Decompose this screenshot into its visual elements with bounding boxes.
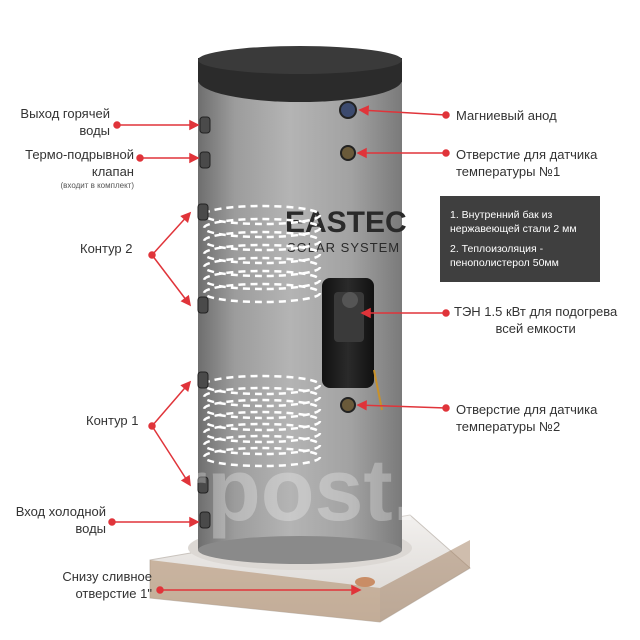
label-heater: ТЭН 1.5 кВт для подогрева всей емкости — [454, 304, 618, 336]
coil-loop — [202, 446, 322, 468]
label-drain: Снизу сливное отверстие 1" — [62, 569, 152, 601]
callout-dot — [442, 149, 450, 157]
pipe-port — [199, 151, 211, 169]
coil-loop — [202, 269, 322, 291]
arrow-head — [180, 211, 192, 223]
callout-line — [359, 109, 447, 116]
sensor1-port — [340, 145, 356, 161]
coil-loop — [202, 422, 322, 444]
arrow-head — [180, 474, 191, 487]
arrow-head — [351, 584, 362, 596]
coil-loop — [202, 410, 322, 432]
label-circuit-2: Контур 2 — [80, 241, 133, 256]
notes-box: 1. Внутренний бак из нержавеющей стали 2… — [440, 196, 600, 282]
callout-line — [151, 254, 191, 306]
arrow-head — [360, 307, 371, 319]
callout-dot — [442, 309, 450, 317]
arrow-head — [189, 152, 200, 164]
drain-port — [355, 577, 375, 587]
arrow-head — [189, 119, 200, 131]
callout-line — [151, 212, 191, 256]
coil-loop — [202, 434, 322, 456]
arrow-head — [180, 380, 192, 393]
coil-loop — [202, 230, 322, 252]
label-thermo-valve: Термо-подрывной клапан — [25, 147, 134, 179]
callout-dot — [442, 111, 450, 119]
coil-loop — [202, 386, 322, 408]
arrow-head — [356, 400, 367, 411]
pipe-port — [197, 371, 209, 389]
callout-dot — [108, 518, 116, 526]
label-sensor-2: Отверстие для датчика температуры №2 — [456, 402, 598, 434]
callout-dot — [442, 404, 450, 412]
callout-dot — [136, 154, 144, 162]
watermark: Farpost.ru — [70, 440, 505, 539]
heater-element — [322, 278, 383, 411]
pipe-port — [199, 116, 211, 134]
label-thermo-valve-note: (входит в комплект) — [60, 181, 135, 190]
callout-dot — [113, 121, 121, 129]
label-hot-outlet: Выход горячей воды — [20, 106, 110, 138]
pipe-port — [197, 476, 209, 494]
label-cold-inlet: Вход холодной воды — [15, 504, 106, 536]
coil-loop — [202, 217, 322, 239]
callout-line — [151, 425, 191, 486]
coil-circuit-1 — [202, 374, 322, 468]
pipe-port — [199, 511, 211, 529]
callout-arrows — [108, 105, 450, 596]
note-item: 1. Внутренний бак из нержавеющей стали 2… — [450, 209, 577, 235]
coil-loop — [202, 256, 322, 278]
coil-loop — [202, 204, 322, 226]
anode-port — [339, 101, 357, 119]
label-circuit-1: Контур 1 — [86, 413, 139, 428]
coil-loop — [202, 374, 322, 396]
callout-line — [357, 404, 447, 409]
sensor2-port — [340, 397, 356, 413]
callout-line — [151, 381, 191, 427]
left-ports — [197, 116, 211, 529]
label-anode: Магниевый анод — [456, 108, 557, 123]
label-sensor-1: Отверстие для датчика температуры №1 — [456, 147, 598, 179]
coil-loop — [202, 282, 322, 304]
note-item: 2. Теплоизоляция - пенополистерол 50мм — [450, 243, 559, 269]
arrow-head — [356, 147, 367, 159]
pipe-port — [197, 203, 209, 221]
arrow-head — [180, 294, 192, 307]
callout-dot — [156, 586, 164, 594]
coil-loop — [202, 398, 322, 420]
coil-circuit-2 — [202, 204, 322, 304]
arrow-head — [358, 105, 370, 116]
coil-loop — [202, 243, 322, 265]
arrow-head — [189, 516, 200, 528]
pipe-port — [197, 296, 209, 314]
